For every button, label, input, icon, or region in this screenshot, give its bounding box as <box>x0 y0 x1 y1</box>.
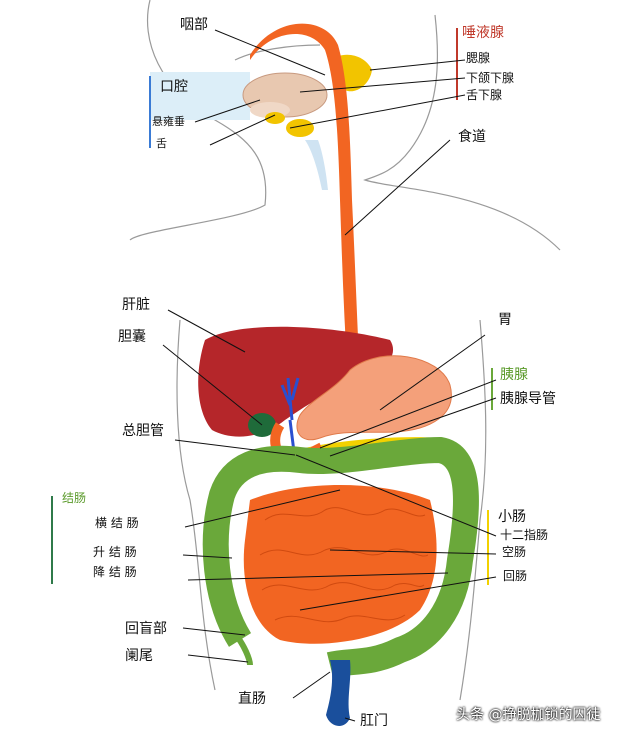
label-salivary-glands: 唾液腺 <box>462 25 504 41</box>
small-intestine <box>243 485 437 644</box>
oral-cavity-highlight <box>150 72 250 120</box>
label-transverse-colon: 横 结 肠 <box>95 516 139 530</box>
label-anus: 肛门 <box>360 713 388 729</box>
label-rectum: 直肠 <box>238 691 266 707</box>
label-colon: 结肠 <box>62 491 87 505</box>
stomach <box>296 355 452 441</box>
label-tongue: 舌 <box>156 137 167 150</box>
label-esophagus: 食道 <box>458 129 486 145</box>
label-parotid: 腮腺 <box>466 51 491 65</box>
body-outline <box>129 0 561 701</box>
watermark: 头条 @挣脱枷锁的囚徒 <box>456 707 601 723</box>
label-appendix: 阑尾 <box>125 648 153 664</box>
label-jejunum: 空肠 <box>502 545 527 559</box>
label-pharynx: 咽部 <box>180 17 208 33</box>
label-sublingual: 舌下腺 <box>466 88 503 102</box>
label-uvula: 悬雍垂 <box>152 115 185 128</box>
label-ascending-colon: 升 结 肠 <box>93 545 137 559</box>
label-common-bile-duct: 总胆管 <box>122 423 164 439</box>
label-gallbladder: 胆囊 <box>118 329 146 345</box>
trachea <box>305 140 328 190</box>
label-stomach: 胃 <box>498 312 512 328</box>
colon <box>202 436 479 678</box>
label-oral-cavity: 口腔 <box>160 79 188 95</box>
leader-lines <box>162 29 497 722</box>
label-pancreatic-duct: 胰腺导管 <box>500 391 556 407</box>
label-ileocecal: 回盲部 <box>125 621 167 637</box>
label-duodenum: 十二指肠 <box>500 528 549 542</box>
label-ileum: 回肠 <box>503 569 528 583</box>
label-descending-colon: 降 结 肠 <box>93 565 137 579</box>
bile-ducts <box>280 377 300 461</box>
sublingual-gland <box>265 112 285 124</box>
label-liver: 肝脏 <box>122 297 150 313</box>
small-intestine-folds <box>259 507 429 623</box>
submandibular-gland <box>286 119 314 137</box>
label-pancreas: 胰腺 <box>500 367 528 383</box>
label-submandibular: 下颌下腺 <box>466 71 515 85</box>
label-small-intestine: 小肠 <box>498 509 526 525</box>
rectum <box>326 660 351 726</box>
